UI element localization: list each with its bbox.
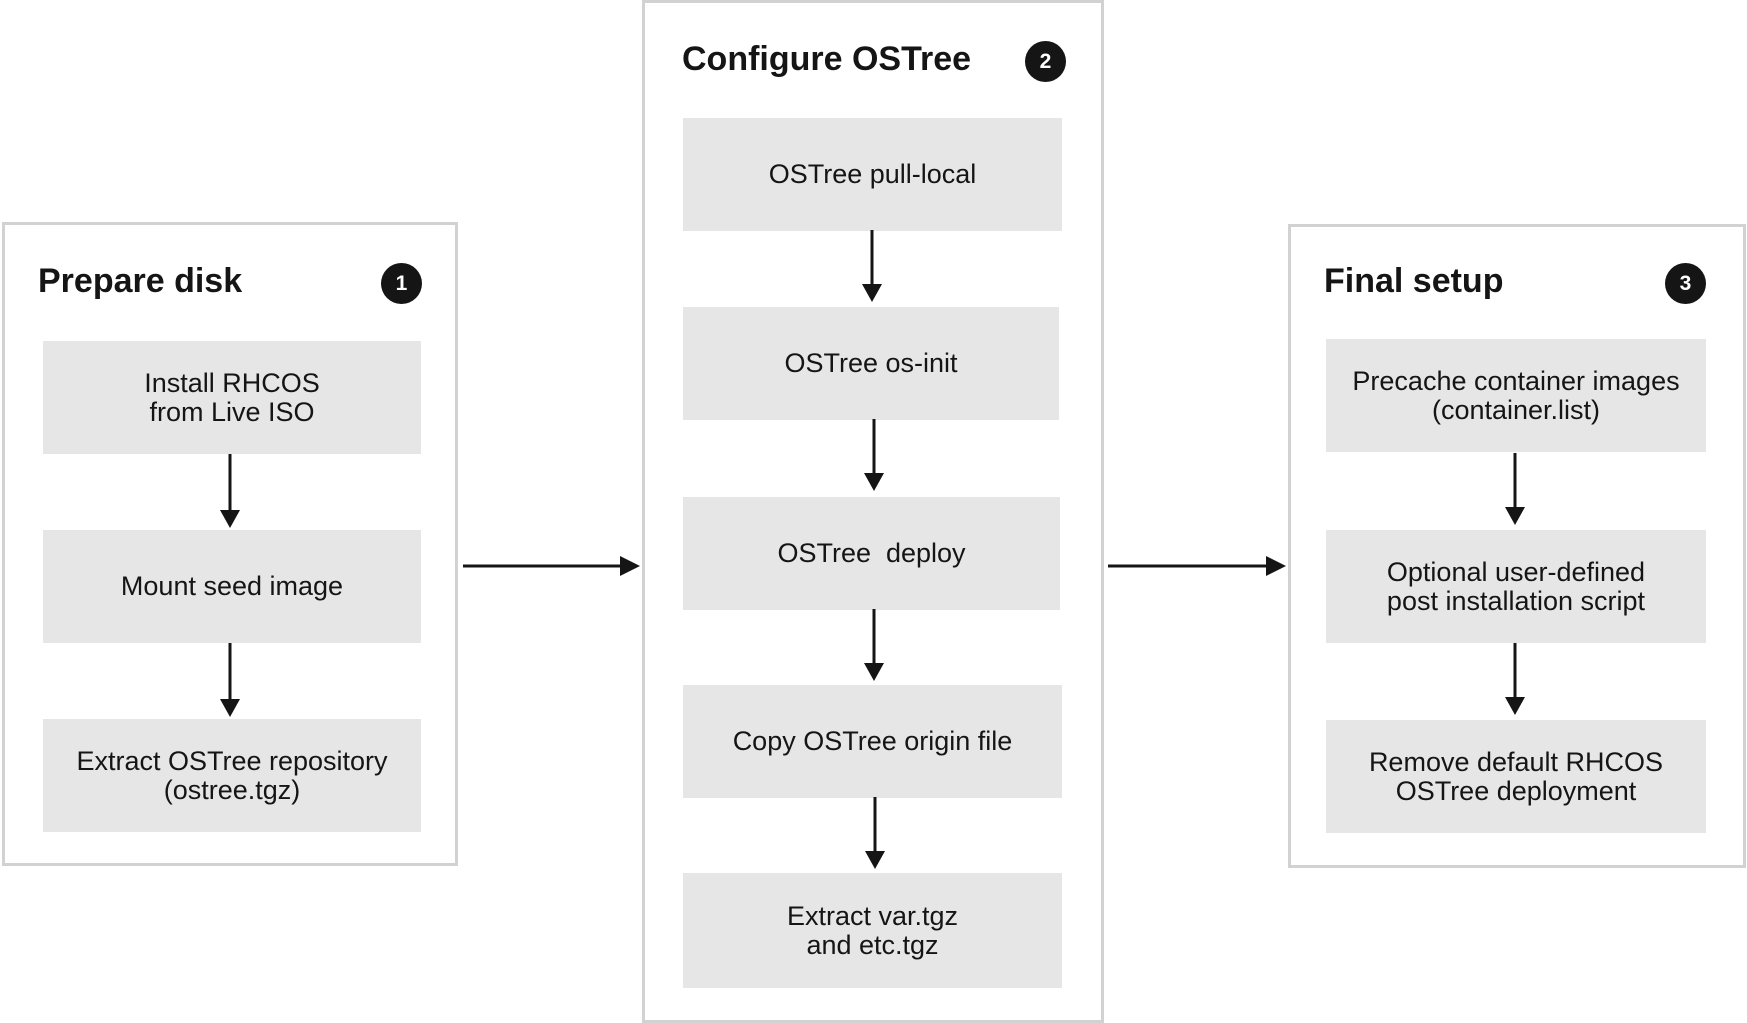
step-ostree-pull-local: OSTree pull-local bbox=[683, 118, 1062, 231]
step-line: and etc.tgz bbox=[806, 929, 939, 960]
step-line: Extract var.tgz bbox=[786, 900, 959, 931]
step-precache-container-images: Precache container images (container.lis… bbox=[1326, 339, 1706, 452]
step-extract-ostree-repository: Extract OSTree repository (ostree.tgz) bbox=[43, 719, 421, 832]
step-line: Install RHCOS bbox=[144, 367, 320, 398]
step-number-badge: 3 bbox=[1665, 263, 1706, 304]
step-line: OSTree deployment bbox=[1395, 775, 1637, 806]
arrow-down bbox=[220, 454, 240, 528]
step-line: Mount seed image bbox=[120, 571, 344, 601]
step-line: OSTree pull-local bbox=[768, 159, 977, 189]
step-ostree-deploy: OSTree deploy bbox=[683, 497, 1060, 610]
step-line: Optional user-defined bbox=[1386, 556, 1646, 587]
arrow-down bbox=[865, 797, 885, 869]
arrow-panel2-to-panel3 bbox=[1108, 556, 1286, 576]
step-remove-default-deployment: Remove default RHCOS OSTree deployment bbox=[1326, 720, 1706, 833]
step-line: (ostree.tgz) bbox=[163, 774, 301, 805]
arrow-down bbox=[1505, 453, 1525, 525]
step-line: post installation script bbox=[1386, 585, 1646, 616]
step-number-badge: 1 bbox=[381, 263, 422, 304]
step-line: OSTree os-init bbox=[784, 348, 958, 378]
step-mount-seed-image: Mount seed image bbox=[43, 530, 421, 643]
arrow-down bbox=[220, 643, 240, 717]
step-extract-var-etc: Extract var.tgz and etc.tgz bbox=[683, 873, 1062, 988]
panel-title: Configure OSTree bbox=[682, 40, 972, 78]
panel-title: Final setup bbox=[1324, 262, 1504, 300]
step-line: Extract OSTree repository bbox=[76, 745, 388, 776]
step-line: from Live ISO bbox=[149, 396, 315, 427]
step-line: Remove default RHCOS bbox=[1368, 746, 1664, 777]
panel-title: Prepare disk bbox=[38, 262, 243, 300]
step-ostree-os-init: OSTree os-init bbox=[683, 307, 1059, 420]
step-line: (container.list) bbox=[1431, 394, 1601, 425]
arrow-down bbox=[864, 419, 884, 491]
arrow-panel1-to-panel2 bbox=[463, 556, 640, 576]
step-line: Precache container images bbox=[1352, 365, 1680, 396]
step-install-rhcos: Install RHCOS from Live ISO bbox=[43, 341, 421, 454]
step-optional-post-install-script: Optional user-defined post installation … bbox=[1326, 530, 1706, 643]
step-copy-ostree-origin-file: Copy OSTree origin file bbox=[683, 685, 1062, 798]
arrow-down bbox=[864, 609, 884, 681]
step-number-badge: 2 bbox=[1025, 41, 1066, 82]
arrow-down bbox=[1505, 643, 1525, 715]
step-line: OSTree deploy bbox=[777, 538, 966, 568]
panel-prepare-disk: Prepare disk 1 Install RHCOS from Live I… bbox=[2, 222, 458, 866]
step-line: Copy OSTree origin file bbox=[732, 726, 1013, 756]
panel-final-setup: Final setup 3 Precache container images … bbox=[1288, 224, 1746, 868]
arrow-down bbox=[862, 230, 882, 302]
